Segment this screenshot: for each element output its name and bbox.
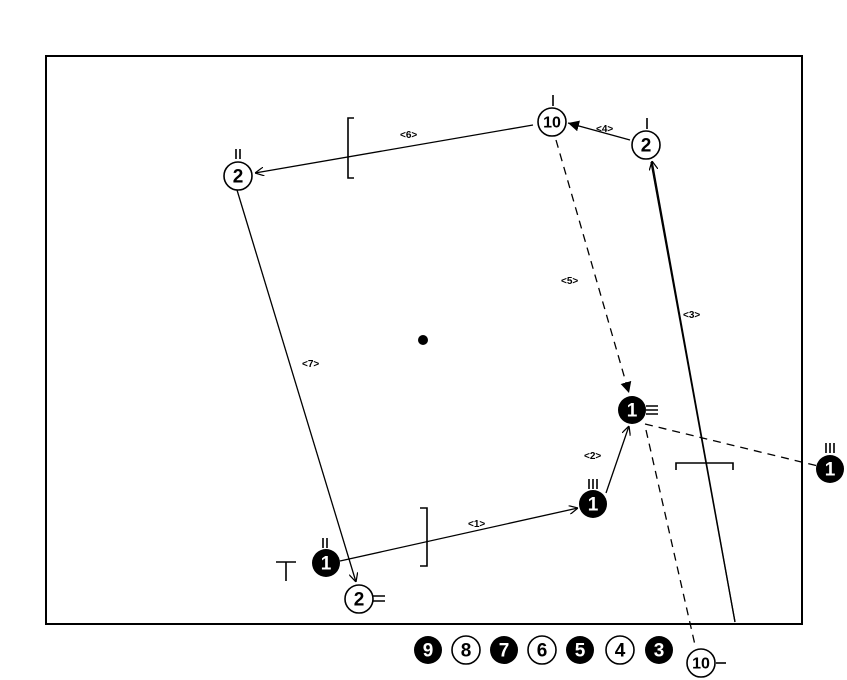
legend-item-7: 7 xyxy=(490,636,518,664)
node-right: 1 xyxy=(816,455,844,483)
svg-text:7: 7 xyxy=(499,641,510,662)
svg-text:2: 2 xyxy=(641,136,652,157)
node-bottom-2: 2 xyxy=(344,584,374,614)
edge-label-5: <5> xyxy=(561,276,578,287)
edge-label-1: <1> xyxy=(468,519,485,530)
edge-1 xyxy=(339,508,578,562)
legend-row: 9 8 7 6 5 4 3 xyxy=(414,635,673,665)
bracket-top xyxy=(347,117,354,179)
svg-text:2: 2 xyxy=(354,590,365,611)
node-ticks xyxy=(235,95,835,664)
edge-2 xyxy=(605,426,629,494)
edge-label-2: <2> xyxy=(584,451,601,462)
edge-label-6: <6> xyxy=(400,130,417,141)
node-top-left-2: 2 xyxy=(223,161,253,191)
svg-text:2: 2 xyxy=(233,167,244,188)
start-marker-T-icon xyxy=(276,561,296,581)
bracket-bottom xyxy=(420,507,428,567)
legend-item-3: 3 xyxy=(645,636,673,664)
svg-text:6: 6 xyxy=(537,641,548,662)
legend-item-4: 4 xyxy=(605,635,635,665)
edge-5 xyxy=(555,139,632,394)
edge-label-4: <4> xyxy=(596,124,613,135)
center-point xyxy=(418,335,428,345)
node-top-10: 10 xyxy=(537,107,567,137)
legend-item-8: 8 xyxy=(451,635,481,665)
svg-text:4: 4 xyxy=(615,641,626,662)
dashed-line-center-right xyxy=(644,423,823,468)
svg-text:5: 5 xyxy=(575,641,586,662)
svg-text:1: 1 xyxy=(825,460,836,481)
node-center: 1 xyxy=(618,396,646,424)
bar-marker-right xyxy=(675,462,734,470)
field-boundary xyxy=(45,55,803,625)
node-top-right-2: 2 xyxy=(631,130,661,160)
node-bottom-10: 10 xyxy=(686,648,716,678)
node-mid: 1 xyxy=(579,490,607,518)
svg-text:1: 1 xyxy=(321,554,332,575)
svg-text:8: 8 xyxy=(461,641,472,662)
node-start: 1 xyxy=(312,549,340,577)
legend-item-5: 5 xyxy=(566,636,594,664)
svg-text:3: 3 xyxy=(654,641,665,662)
edge-4 xyxy=(567,120,631,141)
edge-7 xyxy=(236,189,356,582)
edge-6 xyxy=(255,124,534,173)
svg-text:1: 1 xyxy=(627,401,638,422)
legend-item-6: 6 xyxy=(527,635,557,665)
svg-text:10: 10 xyxy=(543,115,561,132)
edge-label-7: <7> xyxy=(302,359,319,370)
svg-text:9: 9 xyxy=(423,641,434,662)
edge-3 xyxy=(652,161,736,623)
edge-label-3: <3> xyxy=(683,310,700,321)
svg-text:1: 1 xyxy=(588,495,599,516)
svg-text:10: 10 xyxy=(692,656,710,673)
dashed-line-center-bottom xyxy=(645,429,696,646)
legend-item-9: 9 xyxy=(414,636,442,664)
